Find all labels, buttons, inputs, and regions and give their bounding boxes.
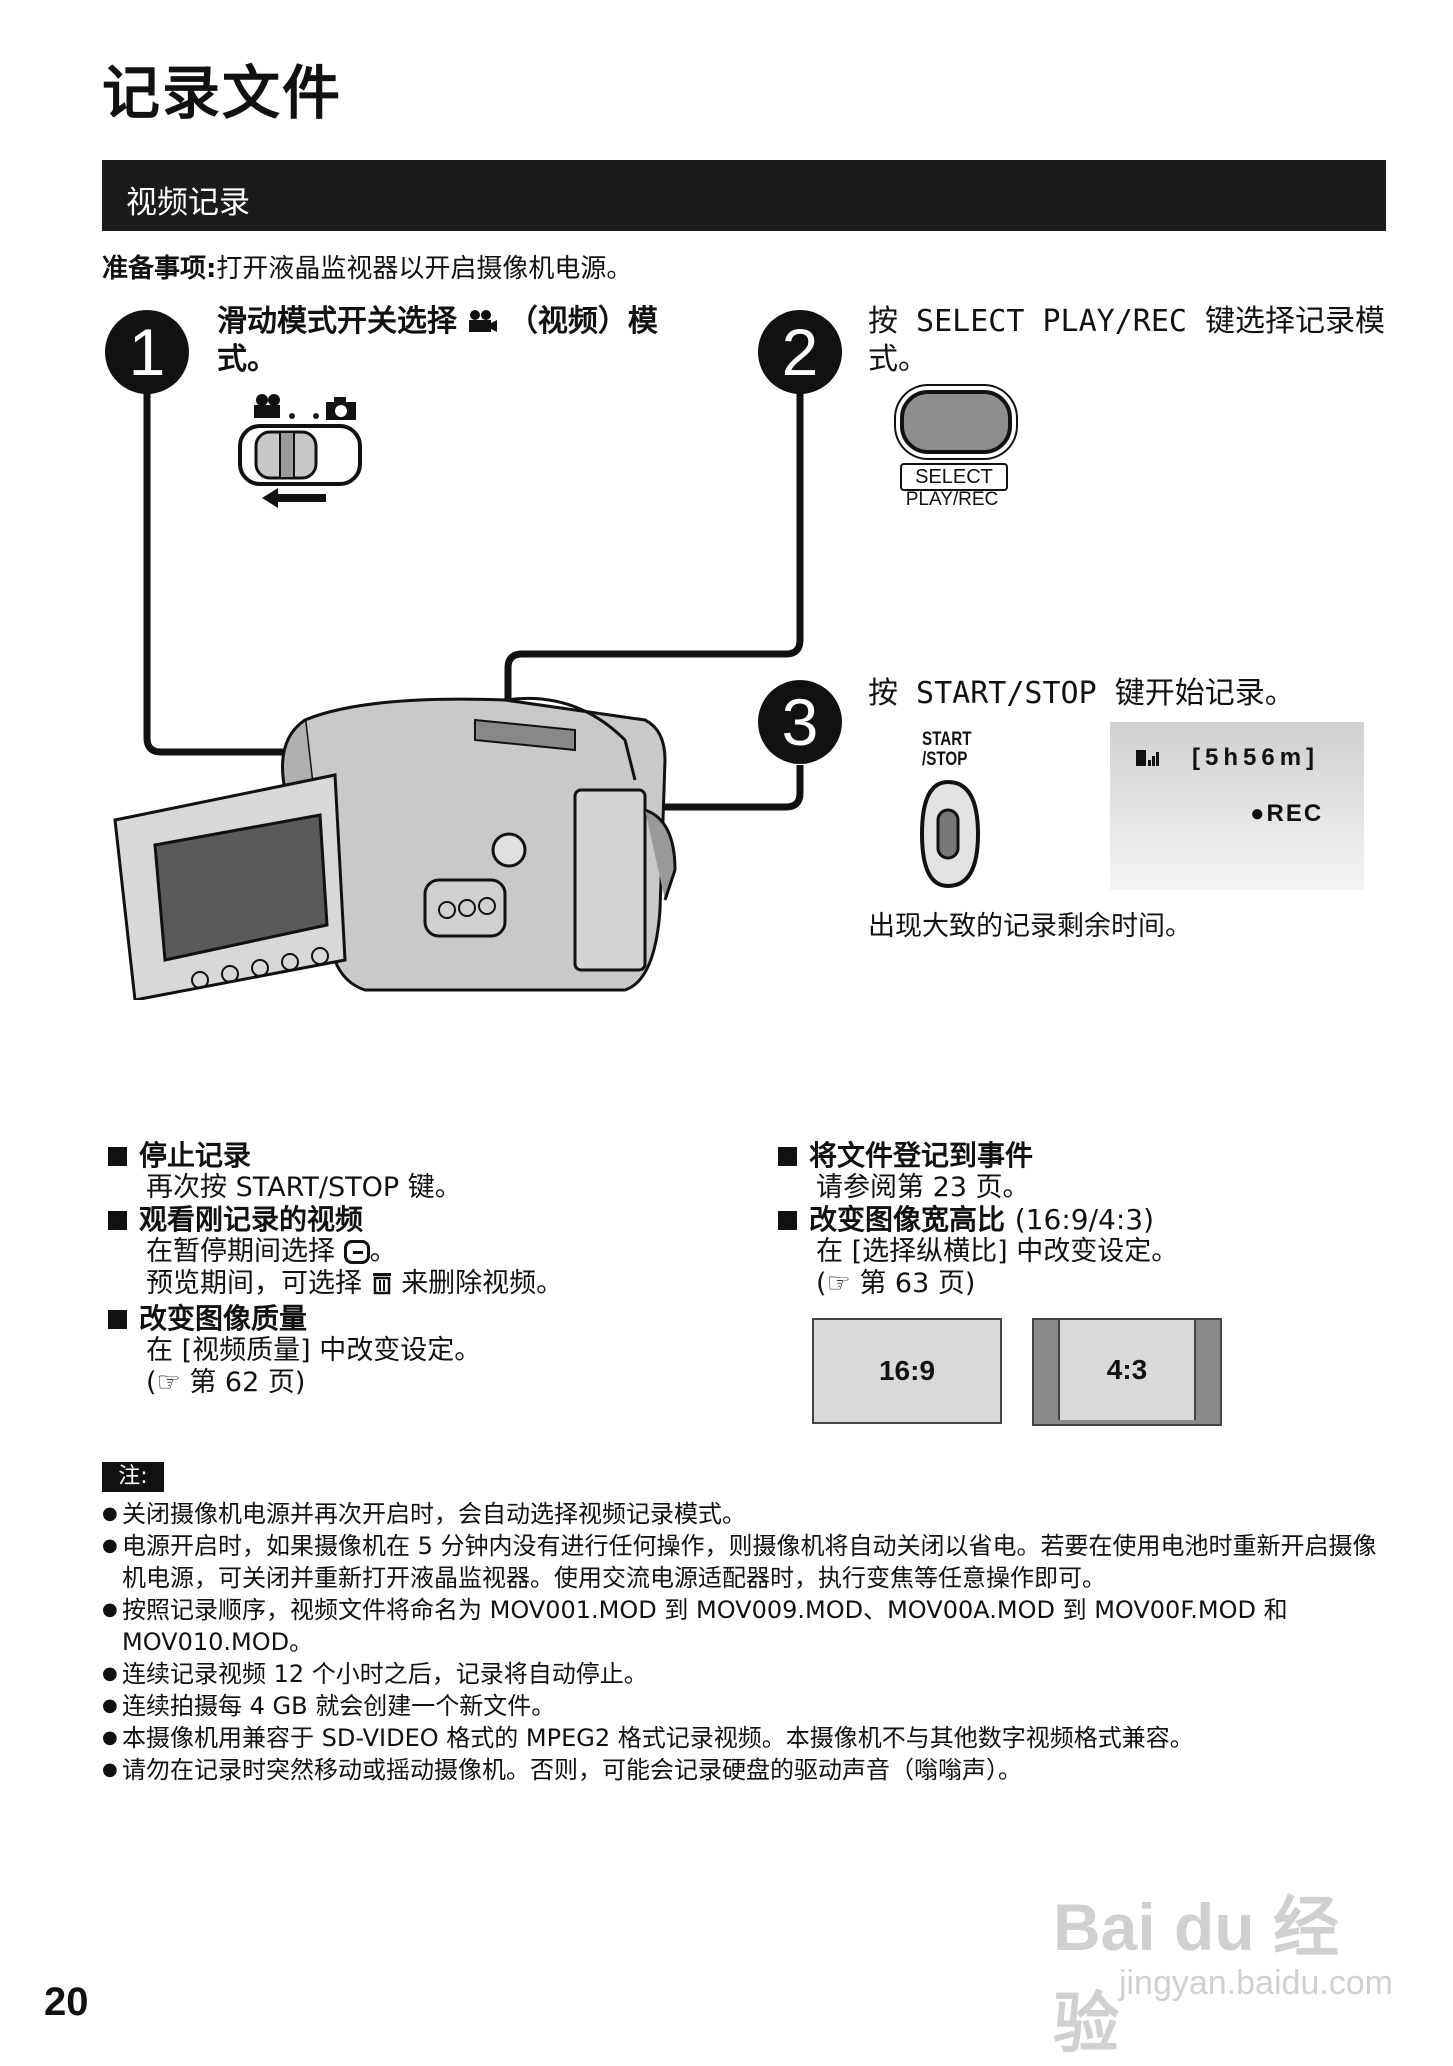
remaining-caption: 出现大致的记录剩余时间。 bbox=[868, 911, 1192, 942]
aspect-4-3-box: 4:3 bbox=[1058, 1320, 1196, 1420]
step-2-number: 2 bbox=[758, 310, 842, 394]
start-stop-button[interactable] bbox=[918, 778, 982, 890]
register-event-heading: 将文件登记到事件 bbox=[778, 1140, 1398, 1172]
remaining-time: [5h56m] bbox=[1192, 744, 1320, 771]
stop-label: /STOP bbox=[922, 749, 968, 770]
prep-line: 准备事项:打开液晶监视器以开启摄像机电源。 bbox=[102, 248, 632, 285]
step-1-line1b: （视频）模 bbox=[507, 304, 658, 339]
mode-switch-camera-icon bbox=[313, 397, 356, 420]
note-item: 关闭摄像机电源并再次开启时，会自动选择视频记录模式。 bbox=[102, 1498, 1392, 1530]
image-quality-heading: 改变图像质量 bbox=[108, 1303, 748, 1335]
battery-quality-icon bbox=[1136, 748, 1160, 772]
section-bar: 视频记录 bbox=[102, 160, 1386, 231]
aspect-ratio-heading: 改变图像宽高比 (16:9/4:3) bbox=[778, 1204, 1398, 1236]
note-item: 电源开启时，如果摄像机在 5 分钟内没有进行任何操作，则摄像机将自动关闭以省电。… bbox=[102, 1530, 1392, 1594]
page-number: 20 bbox=[44, 1980, 89, 2024]
select-label: SELECT bbox=[900, 463, 1008, 491]
notes-list: 关闭摄像机电源并再次开启时，会自动选择视频记录模式。 电源开启时，如果摄像机在 … bbox=[102, 1498, 1392, 1786]
aspect-ratio-line1: 在 [选择纵横比] 中改变设定。 bbox=[816, 1236, 1179, 1267]
trash-icon bbox=[371, 1271, 393, 1303]
step-1-line2: 式。 bbox=[217, 342, 277, 377]
baidu-watermark: Bai du 经验 jingyan.baidu.com bbox=[1053, 1874, 1413, 2060]
start-label: START bbox=[922, 729, 972, 750]
stop-recording-text: 再次按 START/STOP 键。 bbox=[146, 1172, 462, 1203]
step-3-number: 3 bbox=[758, 680, 842, 764]
note-item: 连续记录视频 12 个小时之后，记录将自动停止。 bbox=[102, 1658, 1392, 1690]
start-stop-label: START /STOP bbox=[922, 730, 972, 770]
step-3-text: 按 START/STOP 键开始记录。 bbox=[868, 676, 1295, 711]
camcorder-illustration bbox=[113, 696, 677, 1000]
aspect-ratio-line2: (☞ 第 63 页) bbox=[816, 1268, 976, 1299]
step-1-number: 1 bbox=[105, 310, 189, 394]
step-1-line1: 滑动模式开关选择 bbox=[217, 304, 457, 339]
step-2-line2: 式。 bbox=[868, 342, 928, 377]
prep-text: 打开液晶监视器以开启摄像机电源。 bbox=[216, 254, 633, 284]
select-play-rec-button[interactable] bbox=[900, 390, 1012, 454]
note-item: 连续拍摄每 4 GB 就会创建一个新文件。 bbox=[102, 1690, 1392, 1722]
view-recorded-heading: 观看刚记录的视频 bbox=[108, 1204, 748, 1236]
prep-label: 准备事项: bbox=[102, 254, 217, 284]
rec-indicator: ●REC bbox=[1250, 800, 1324, 827]
lcd-display: [5h56m] ●REC bbox=[1110, 722, 1364, 890]
mode-switch bbox=[238, 394, 362, 508]
image-quality-line1: 在 [视频质量] 中改变设定。 bbox=[146, 1335, 482, 1366]
left-sections: 停止记录 再次按 START/STOP 键。 观看刚记录的视频 在暂停期间选择 … bbox=[108, 1140, 748, 1399]
step-2-line1: 按 SELECT PLAY/REC 键选择记录模 bbox=[868, 304, 1386, 339]
note-item: 请勿在记录时突然移动或摇动摄像机。否则，可能会记录硬盘的驱动声音（嗡嗡声）。 bbox=[102, 1754, 1392, 1786]
view-recorded-line1: 在暂停期间选择 。 bbox=[146, 1236, 397, 1267]
section-bar-label: 视频记录 bbox=[126, 185, 250, 221]
step-2-text: 按 SELECT PLAY/REC 键选择记录模 式。 bbox=[868, 303, 1388, 379]
note-item: 按照记录顺序，视频文件将命名为 MOV001.MOD 到 MOV009.MOD、… bbox=[102, 1594, 1392, 1658]
note-item: 本摄像机用兼容于 SD-VIDEO 格式的 MPEG2 格式记录视频。本摄像机不… bbox=[102, 1722, 1392, 1754]
aspect-16-9-box: 16:9 bbox=[812, 1318, 1002, 1424]
note-tag: 注: bbox=[102, 1462, 164, 1492]
image-quality-line2: (☞ 第 62 页) bbox=[146, 1367, 306, 1398]
video-mode-icon bbox=[467, 305, 498, 332]
right-sections: 将文件登记到事件 请参阅第 23 页。 改变图像宽高比 (16:9/4:3) 在… bbox=[778, 1140, 1398, 1300]
aspect-4-3-frame: 4:3 bbox=[1032, 1318, 1222, 1426]
mode-switch-video-icon bbox=[254, 394, 295, 419]
step-connectors bbox=[143, 390, 804, 835]
stop-recording-heading: 停止记录 bbox=[108, 1140, 748, 1172]
watermark-brand: Bai du 经验 bbox=[1053, 1890, 1340, 2060]
register-event-text: 请参阅第 23 页。 bbox=[816, 1172, 1030, 1203]
step-1-text: 滑动模式开关选择 （视频）模 式。 bbox=[217, 303, 697, 379]
play-rec-label: PLAY/REC bbox=[905, 489, 999, 510]
view-recorded-line2: 预览期间，可选择 来删除视频。 bbox=[108, 1268, 748, 1303]
page-title: 记录文件 bbox=[102, 59, 343, 127]
watermark-url: jingyan.baidu.com bbox=[1118, 1964, 1393, 2002]
slide-left-arrow bbox=[262, 488, 326, 508]
playback-icon bbox=[343, 1240, 370, 1264]
